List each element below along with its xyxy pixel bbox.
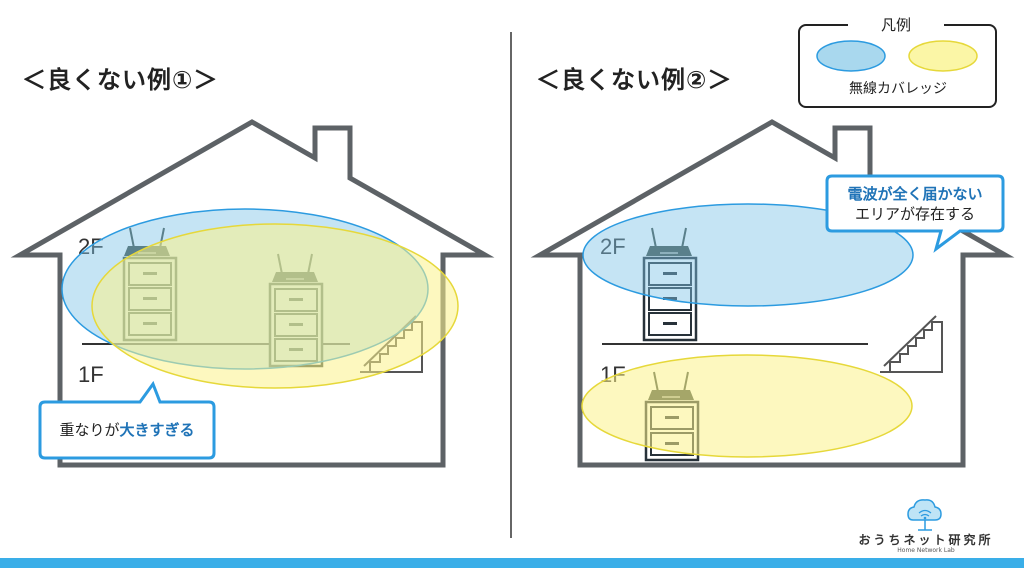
- legend-blue-ellipse: [816, 40, 886, 72]
- legend-yellow-ellipse: [908, 40, 978, 72]
- brand-subtitle: Home Network Lab: [897, 547, 955, 554]
- left-panel-title: ＜良くない例①＞: [22, 66, 219, 94]
- left-callout-prefix: 重なりが: [59, 421, 120, 439]
- legend-swatches: [816, 40, 978, 72]
- left-coverage-yellow: [91, 223, 459, 389]
- right-coverage-yellow: [581, 354, 913, 458]
- left-callout: [38, 380, 216, 460]
- right-house: 2F 1F: [530, 119, 1015, 468]
- brand-name: おうちネット研究所: [858, 533, 994, 547]
- legend-title: 凡例: [848, 14, 944, 35]
- right-callout-text: 電波が全く届かない エリアが存在する: [829, 184, 1001, 224]
- left-floor-1f-label: 1F: [78, 362, 104, 387]
- bottom-accent-bar: [0, 558, 1024, 568]
- brand-logo-icon: [907, 499, 942, 531]
- right-panel-title: ＜良くない例②＞: [536, 66, 733, 94]
- right-callout-line2: エリアが存在する: [854, 205, 975, 223]
- left-house: 2F 1F: [10, 119, 495, 468]
- right-callout-highlight: 電波が全く届かない: [847, 185, 983, 203]
- left-callout-text: 重なりが大きすぎる: [42, 420, 212, 440]
- left-callout-highlight: 大きすぎる: [119, 421, 195, 439]
- right-floor-2f-label: 2F: [600, 234, 626, 259]
- legend-caption: 無線カバレッジ: [849, 81, 947, 97]
- right-callout: [825, 174, 1005, 253]
